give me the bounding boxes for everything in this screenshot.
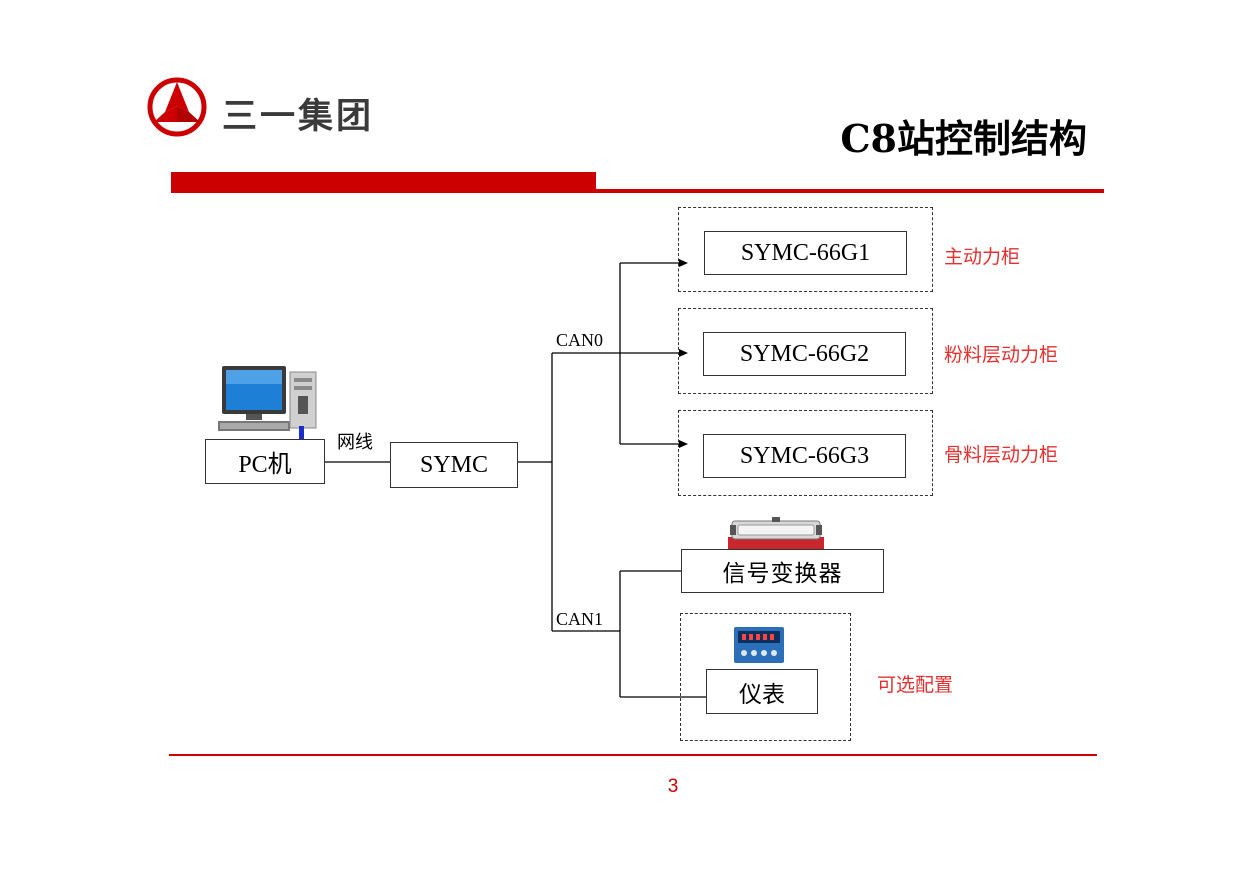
optional-config-label: 可选配置 (877, 674, 954, 696)
cabinet-g2-box: SYMC-66G2 (703, 332, 906, 376)
cabinet-g3-group (678, 410, 933, 496)
optional-meter-group (680, 613, 851, 741)
network-label: 网线 (337, 432, 373, 452)
cabinet-g2-group (678, 308, 933, 394)
pc-box: PC机 (205, 439, 325, 484)
logo-text: 三一集团 (222, 97, 375, 137)
footer-rule (169, 754, 1097, 756)
logo (146, 76, 208, 138)
cabinet-g2-desc: 粉料层动力柜 (944, 344, 1059, 366)
cabinet-g3-desc: 骨料层动力柜 (944, 444, 1059, 466)
signal-converter-box: 信号变换器 (681, 549, 884, 593)
cabinet-g1-desc: 主动力柜 (944, 246, 1021, 268)
symc-box: SYMC (390, 442, 518, 488)
sany-logo-icon (147, 77, 207, 137)
cabinet-g3-box: SYMC-66G3 (703, 434, 906, 478)
cabinet-g1-box: SYMC-66G1 (704, 231, 907, 275)
signal-converter-device-icon (726, 513, 826, 549)
meter-box: 仪表 (706, 669, 818, 714)
header-rule (596, 189, 1104, 193)
meter-device-icon (734, 627, 784, 663)
page-title: C8站控制结构 (840, 116, 1087, 161)
can1-label: CAN1 (556, 609, 604, 629)
header-band (171, 172, 596, 193)
page-number: 3 (667, 776, 679, 797)
can0-label: CAN0 (556, 330, 604, 350)
desktop-computer-icon (218, 364, 328, 440)
cabinet-g1-group (678, 207, 933, 292)
